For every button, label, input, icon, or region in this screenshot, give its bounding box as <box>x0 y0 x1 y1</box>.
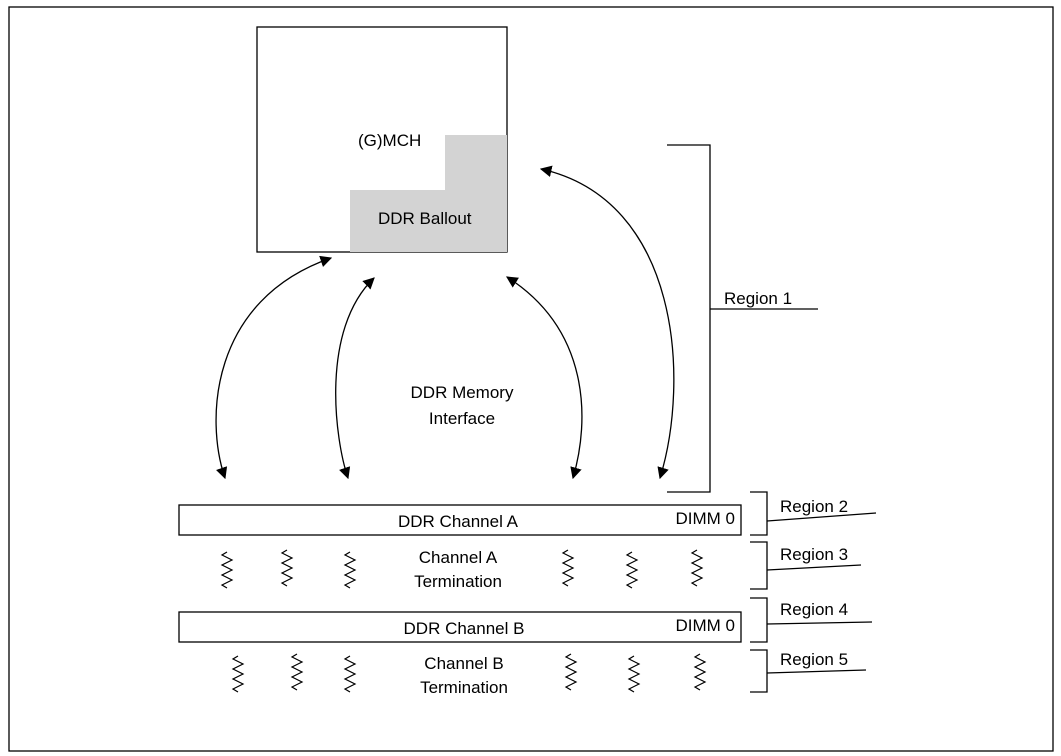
outer-frame <box>8 6 1054 752</box>
resistor-icon <box>694 653 706 691</box>
region-5-bracket: Region 5 <box>750 649 867 693</box>
region-5-label: Region 5 <box>780 650 848 669</box>
channel-b-termination-line2: Termination <box>420 678 508 697</box>
channel-a-termination-line1: Channel A <box>419 548 498 567</box>
channel-a-termination: Channel A Termination <box>221 548 703 591</box>
arrow-1 <box>215 255 333 480</box>
interface-arrows <box>215 165 675 480</box>
channel-b-dimm: DDR Channel B DIMM 0 <box>178 611 742 643</box>
resistor-icon <box>626 551 638 589</box>
region-2-bracket: Region 2 <box>750 491 877 536</box>
arrow-3 <box>506 276 583 480</box>
ddr-ballout-area <box>350 135 507 252</box>
gmch-chip: (G)MCH DDR Ballout <box>256 26 508 253</box>
region-1-bracket: Region 1 <box>667 144 818 493</box>
chip-label: (G)MCH <box>358 131 421 150</box>
arrow-2 <box>335 277 375 480</box>
resistor-icon <box>565 653 577 691</box>
region-2-label: Region 2 <box>780 497 848 516</box>
interface-label-line2: Interface <box>429 409 495 428</box>
region-3-label: Region 3 <box>780 545 848 564</box>
resistor-icon <box>628 655 640 693</box>
channel-a-dimm-label: DIMM 0 <box>676 509 736 528</box>
resistor-icon <box>344 551 356 589</box>
resistor-icon <box>221 551 233 589</box>
channel-b-dimm-label: DIMM 0 <box>676 616 736 635</box>
region-4-label: Region 4 <box>780 600 848 619</box>
ddr-ballout-label: DDR Ballout <box>378 209 472 228</box>
resistor-icon <box>344 655 356 693</box>
interface-label-line1: DDR Memory <box>411 383 514 402</box>
channel-b-label: DDR Channel B <box>404 619 525 638</box>
arrow-4 <box>539 165 675 480</box>
resistor-icon <box>562 549 574 587</box>
region-3-bracket: Region 3 <box>750 541 862 590</box>
resistor-icon <box>291 653 303 691</box>
channel-a-termination-line2: Termination <box>414 572 502 591</box>
resistor-icon <box>691 549 703 587</box>
resistor-icon <box>281 549 293 587</box>
region-1-label: Region 1 <box>724 289 792 308</box>
channel-b-termination-line1: Channel B <box>424 654 503 673</box>
channel-a-dimm: DDR Channel A DIMM 0 <box>178 504 742 536</box>
channel-a-label: DDR Channel A <box>398 512 519 531</box>
region-4-bracket: Region 4 <box>750 597 873 643</box>
channel-b-termination: Channel B Termination <box>232 653 706 697</box>
resistor-icon <box>232 655 244 693</box>
